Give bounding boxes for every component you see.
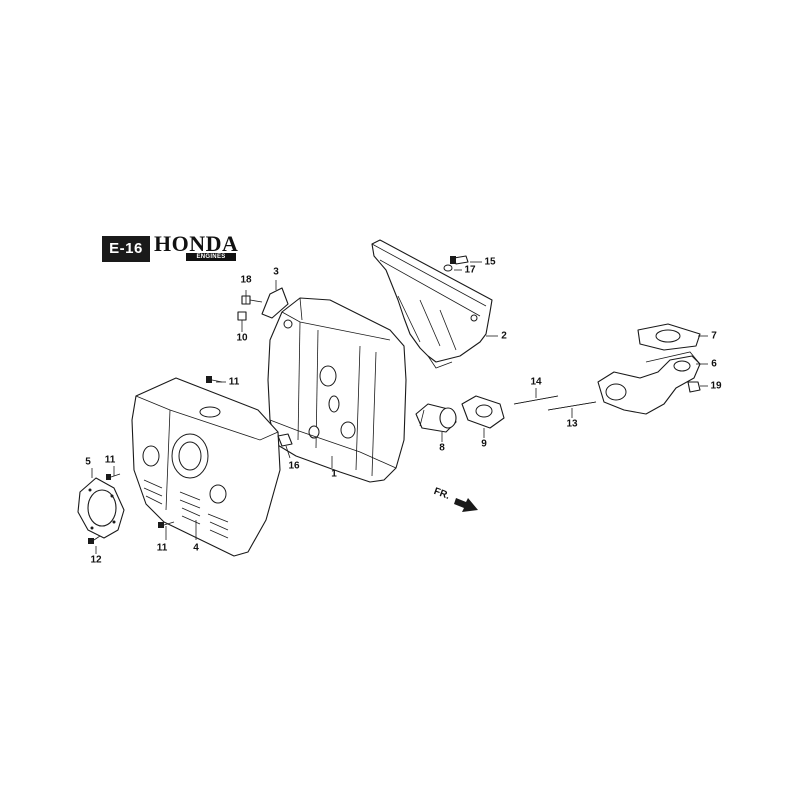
callout-11-top: 11 [228,376,240,388]
callout-3: 3 [273,266,279,278]
part-8-exhaust-joint [415,403,457,433]
callout-7: 7 [711,330,717,342]
callout-13: 13 [566,418,578,430]
part-14-stud-bolt [513,395,559,405]
part-19-nut [687,381,701,393]
part-15-bolt [450,255,469,265]
callout-1: 1 [331,468,337,480]
part-11-bolt-bottom [158,521,175,528]
honda-engines-logo: HONDA ENGINES [154,231,239,262]
section-code-badge: E-16 [102,236,150,262]
part-9-gasket [461,395,505,429]
part-3-bracket [261,287,289,319]
callout-19: 19 [710,380,722,392]
part-6-exhaust-pipe [597,351,701,415]
brand-subtext: ENGINES [186,253,236,261]
part-5-spark-arrester-cap [77,477,125,539]
callout-17: 17 [464,264,476,276]
leader-lines [91,261,708,554]
callout-5: 5 [85,456,91,468]
brand-name: HONDA [154,231,239,256]
part-17-washer [443,264,453,272]
callout-9: 9 [481,438,487,450]
callout-18: 18 [240,274,252,286]
callout-16: 16 [288,460,300,472]
part-12-screw [88,535,101,544]
part-10-bolt [237,311,247,321]
part-11-bolt-left [106,473,121,480]
forward-direction-arrow [454,498,478,512]
callout-10: 10 [236,332,248,344]
callout-12: 12 [90,554,102,566]
callout-15: 15 [484,256,496,268]
callout-6: 6 [711,358,717,370]
callout-11-left: 11 [104,454,116,466]
part-18-bolt [241,295,263,305]
callout-8: 8 [439,442,445,454]
callout-4: 4 [193,542,199,554]
part-13-stud-bolt [547,401,597,411]
callout-14: 14 [530,376,542,388]
part-7-exhaust-gasket [637,323,701,351]
callout-2: 2 [501,330,507,342]
part-1-muffler [267,297,407,483]
part-16-nut [277,433,293,447]
part-2-muffler-protector [371,239,493,369]
part-4-muffler-cover [131,377,281,557]
callout-11-bottom: 11 [156,542,168,554]
